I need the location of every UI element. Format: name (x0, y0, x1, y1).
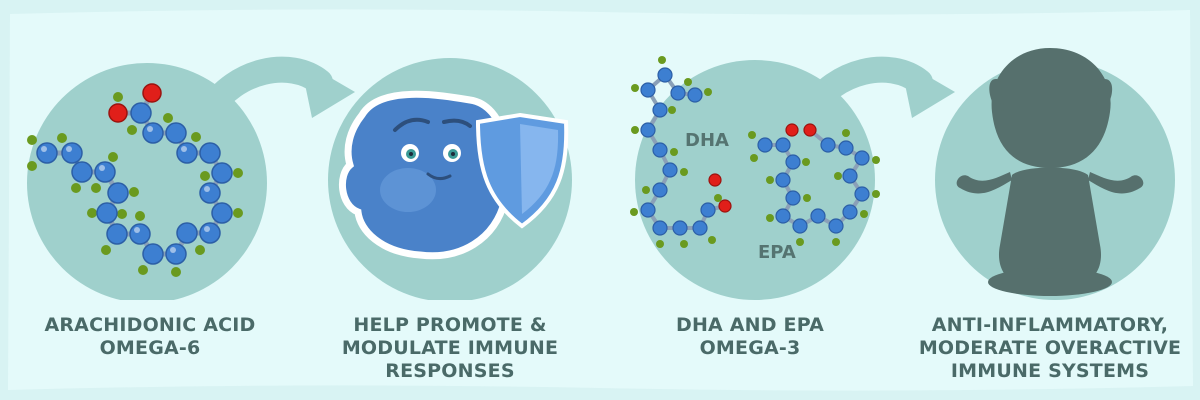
step-immune-response: HELP PROMOTE & MODULATE IMMUNE RESPONSES (300, 0, 600, 400)
dha-label: DHA (685, 130, 729, 151)
shield-icon (475, 112, 569, 229)
arrow-head-icon (900, 60, 955, 118)
step-anti-inflammatory: ANTI-INFLAMMATORY, MODERATE OVERACTIVE I… (900, 0, 1200, 400)
arrow-head-icon (300, 60, 355, 118)
step-caption: ARACHIDONIC ACID OMEGA-6 (44, 314, 256, 359)
dha-epa-molecules-icon: DHA EPA (630, 56, 880, 300)
step-arachidonic-acid: ARACHIDONIC ACID OMEGA-6 (0, 0, 300, 400)
step-caption: ANTI-INFLAMMATORY, MODERATE OVERACTIVE I… (918, 314, 1182, 382)
step-caption: DHA AND EPA OMEGA-3 (675, 314, 825, 359)
arachidonic-molecule-icon (27, 63, 267, 300)
epa-label: EPA (758, 242, 796, 263)
step-caption: HELP PROMOTE & MODULATE IMMUNE RESPONSES (341, 314, 559, 382)
child-meditating-silhouette-icon (935, 48, 1175, 300)
step-dha-epa: DHA EPA DHA AND EPA OMEGA-3 (600, 0, 900, 400)
immune-cell-shield-icon (328, 58, 572, 300)
